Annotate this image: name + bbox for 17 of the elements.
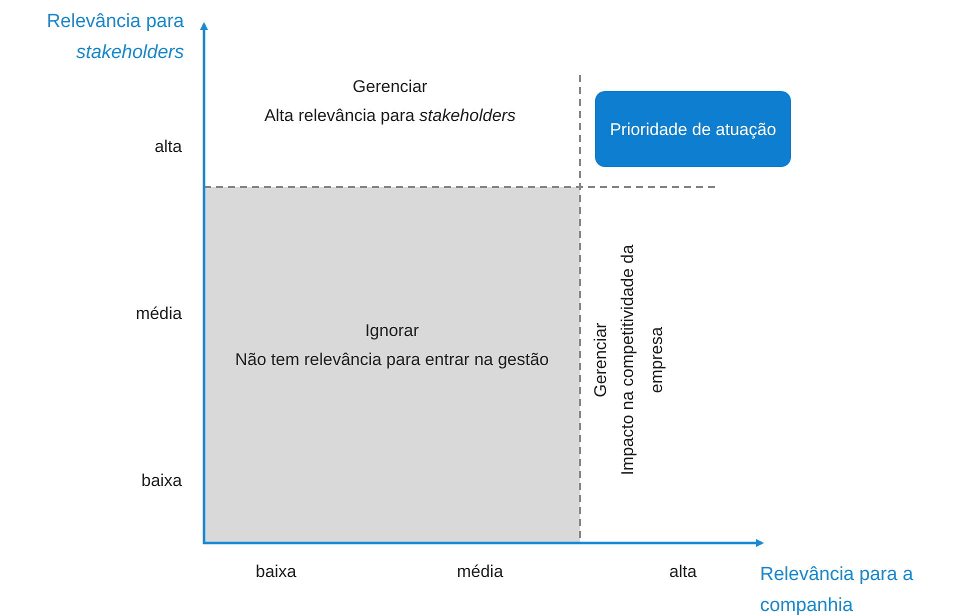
- axis-tick-label: média: [456, 561, 504, 583]
- quadrant-area: [204, 187, 580, 543]
- node-text: Ignorar: [365, 320, 419, 342]
- axis-tick-label: baixa: [140, 470, 182, 492]
- quadrant-heading: Gerenciar: [590, 322, 611, 400]
- axis-tick-label: alta: [668, 561, 698, 583]
- axis-tick-label: alta: [154, 136, 182, 158]
- priority-box: [595, 91, 791, 167]
- axis-tick-label: média: [134, 303, 182, 325]
- node-text: Não tem relevância para entrar na gestão: [235, 349, 549, 371]
- axis-title: Relevância para a companhia: [760, 563, 914, 615]
- axis-title: Relevância para stakeholders: [46, 10, 184, 65]
- quadrant-description: Impacto na competitividade da empresa: [617, 244, 667, 478]
- quadrant-description: Alta relevância para stakeholders: [263, 105, 517, 127]
- quadrant-heading: Gerenciar: [352, 76, 428, 98]
- axis-tick-label: baixa: [254, 561, 298, 583]
- node-text: Prioridade de atuação: [610, 118, 776, 141]
